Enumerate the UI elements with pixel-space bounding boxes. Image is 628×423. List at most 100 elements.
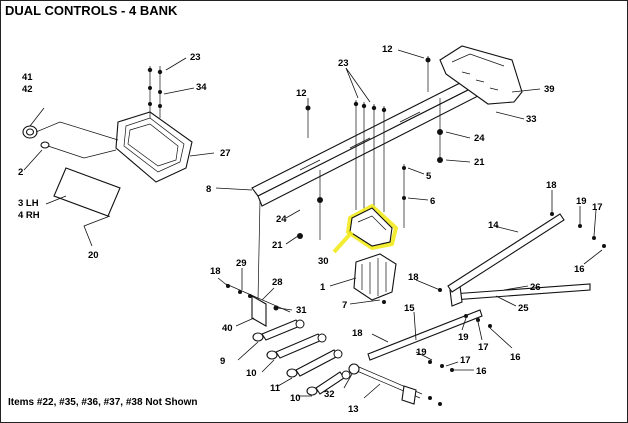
leader-2 <box>23 149 43 171</box>
knob-41-42 <box>22 125 38 139</box>
callout-17-rod25: 17 <box>478 342 489 353</box>
control-rod-15 <box>367 309 483 361</box>
callout-23-center: 23 <box>338 58 349 69</box>
valve-bank-1 <box>353 253 397 304</box>
leader-6 <box>407 197 429 201</box>
handle-housing-27 <box>115 111 193 183</box>
leader-16-rod14 <box>583 249 603 265</box>
callout-3lh: 3 LH <box>18 198 39 209</box>
callout-28: 28 <box>272 277 283 288</box>
leader-27 <box>189 152 215 157</box>
callout-39: 39 <box>544 84 555 95</box>
leader-31 <box>277 307 293 311</box>
leader-5 <box>407 167 425 175</box>
callout-31: 31 <box>296 305 307 316</box>
callout-23-left: 23 <box>190 52 201 63</box>
pivot-bracket-40 <box>225 283 291 327</box>
leader-12-right <box>397 49 425 59</box>
callout-21-left: 21 <box>272 240 283 251</box>
callout-12-left: 12 <box>296 88 307 99</box>
callout-2: 2 <box>18 167 23 178</box>
leader-17-rod15 <box>445 361 459 367</box>
dash-line-knob <box>35 121 119 141</box>
leader-26 <box>503 285 529 291</box>
rod-15-hardware <box>428 360 454 372</box>
control-rod-14 <box>447 212 606 293</box>
leader-21-left <box>285 235 299 245</box>
dash-line-washer <box>47 145 117 159</box>
leader-18-rod15 <box>371 333 389 343</box>
callout-19-rod14: 19 <box>576 196 587 207</box>
leader-41 <box>29 107 45 127</box>
leader-17-rod14 <box>593 209 597 237</box>
footnote: Items #22, #35, #36, #37, #38 Not Shown <box>8 397 198 408</box>
callout-4rh: 4 RH <box>18 210 40 221</box>
leader-15 <box>413 311 417 341</box>
leader-33 <box>495 111 525 120</box>
callout-1: 1 <box>320 282 326 293</box>
callout-19-rod25: 19 <box>458 332 469 343</box>
callout-32: 32 <box>324 389 335 400</box>
callout-18-pivot: 18 <box>210 266 221 277</box>
leader-28 <box>261 287 275 301</box>
callout-17-rod14: 17 <box>592 202 603 213</box>
callout-9: 9 <box>220 356 225 367</box>
leader-3-4 <box>45 195 67 205</box>
nuts-24-21-left <box>297 170 323 240</box>
screw-12-right <box>425 56 431 92</box>
leader-32 <box>343 373 353 389</box>
leader-40 <box>235 317 255 327</box>
callout-14: 14 <box>488 220 499 231</box>
callout-24-right: 24 <box>474 133 485 144</box>
callout-24-left: 24 <box>276 214 287 225</box>
callout-30: 30 <box>318 256 329 267</box>
leader-13 <box>363 383 381 399</box>
leader-7 <box>349 299 381 305</box>
screw-12-left <box>305 104 311 138</box>
callout-16-rod15: 16 <box>476 366 487 377</box>
leader-39 <box>511 88 541 93</box>
callout-25: 25 <box>518 303 529 314</box>
leader-10-upper <box>261 359 275 373</box>
callout-6: 6 <box>430 196 435 207</box>
lever-shaft-13 <box>348 363 442 406</box>
leader-34 <box>163 87 195 95</box>
callout-15: 15 <box>404 303 415 314</box>
callout-16-rod14: 16 <box>574 264 585 275</box>
leader-18-pivot <box>217 277 229 287</box>
callout-13: 13 <box>348 404 359 415</box>
leader-19-rod25 <box>461 317 467 331</box>
washer-2 <box>40 141 50 149</box>
leader-20 <box>83 215 111 247</box>
nuts-24-21-right <box>437 98 443 163</box>
leader-23-left <box>165 57 187 71</box>
callout-34: 34 <box>196 82 207 93</box>
control-lever-10-upper <box>266 333 327 360</box>
callout-40: 40 <box>222 323 233 334</box>
leader-19-rod15 <box>415 351 433 361</box>
callout-12-right: 12 <box>382 44 393 55</box>
callout-10-lower: 10 <box>290 393 301 404</box>
callout-26: 26 <box>530 282 541 293</box>
bolt-stack-23-34 <box>147 66 163 118</box>
callout-8: 8 <box>206 184 211 195</box>
callout-19-rod15: 19 <box>416 347 427 358</box>
callout-7: 7 <box>342 300 347 311</box>
callout-18-rod15: 18 <box>352 328 363 339</box>
leader-11 <box>277 377 293 387</box>
callout-18-rod25: 18 <box>408 272 419 283</box>
leader-16-rod25 <box>489 327 513 349</box>
callout-18-rod14: 18 <box>546 180 557 191</box>
pivot-rod-line <box>257 199 261 301</box>
callout-21-right: 21 <box>474 157 485 168</box>
callout-20: 20 <box>88 250 99 261</box>
rod-25-hardware <box>464 314 492 328</box>
control-rod-25 <box>438 283 591 307</box>
support-bar-8 <box>251 77 479 207</box>
screws-5-6 <box>402 164 406 228</box>
control-lever-10-lower <box>306 370 351 396</box>
callout-41: 41 <box>22 72 33 83</box>
leader-21-right <box>445 159 471 163</box>
leader-8 <box>215 187 253 191</box>
